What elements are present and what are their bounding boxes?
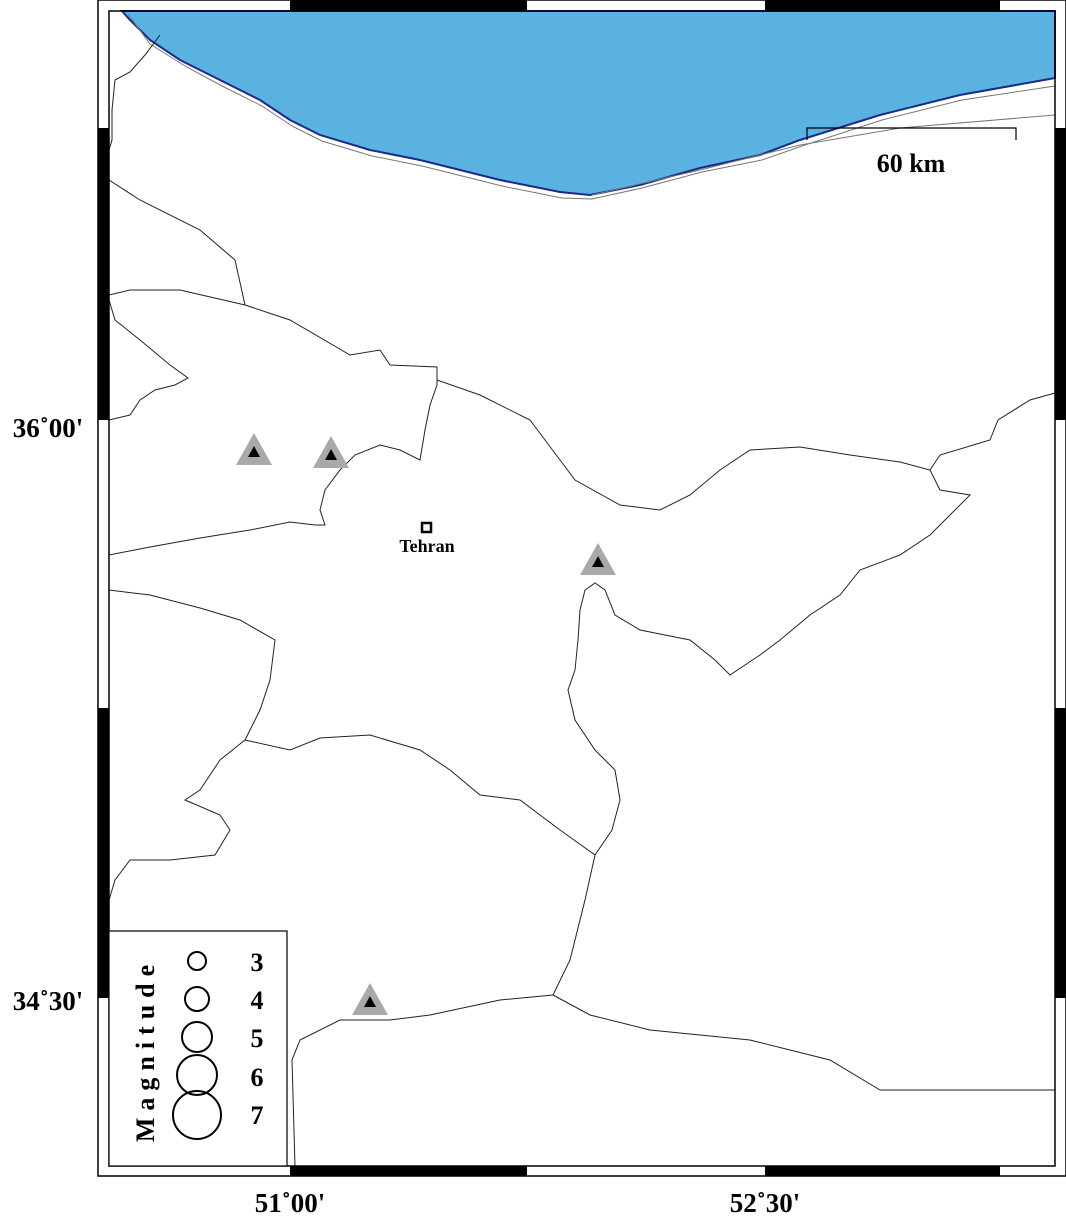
caspian-sea (119, 10, 1056, 197)
lat-label: 36˚00' (13, 413, 84, 443)
station-triangle-icon (313, 436, 349, 468)
station-triangle-icon (236, 433, 272, 465)
legend-label: 5 (251, 1024, 264, 1053)
legend-label: 3 (251, 948, 264, 977)
city-tehran: Tehran (399, 521, 455, 556)
legend-circle-icon (184, 986, 210, 1012)
legend-title: Magnitude (131, 958, 160, 1142)
legend-circle-icon (176, 1054, 218, 1096)
legend-label: 4 (251, 986, 264, 1015)
legend-label: 6 (251, 1063, 264, 1092)
square-marker-icon (420, 521, 433, 534)
legend-circle-icon (181, 1021, 213, 1053)
scale-bar: 60 km (806, 127, 1017, 178)
coastline-secondary (127, 13, 1056, 200)
lon-label: 52˚30' (730, 1188, 801, 1216)
magnitude-legend: Magnitude 3 4 5 6 7 (108, 930, 288, 1167)
stations (236, 433, 616, 1015)
coastline-secondary (591, 114, 1056, 196)
station-triangle-icon (580, 543, 616, 575)
legend-label: 7 (251, 1101, 264, 1130)
province-borders (108, 34, 1056, 1167)
city-label: Tehran (399, 536, 454, 556)
lat-label: 34˚30' (13, 986, 84, 1016)
station-triangle-icon (352, 983, 388, 1015)
map-frame (97, 0, 1066, 1177)
legend-circle-icon (187, 951, 207, 971)
legend-circle-icon (172, 1090, 222, 1140)
scale-bar-label: 60 km (877, 149, 946, 178)
lon-label: 51˚00' (255, 1188, 326, 1216)
